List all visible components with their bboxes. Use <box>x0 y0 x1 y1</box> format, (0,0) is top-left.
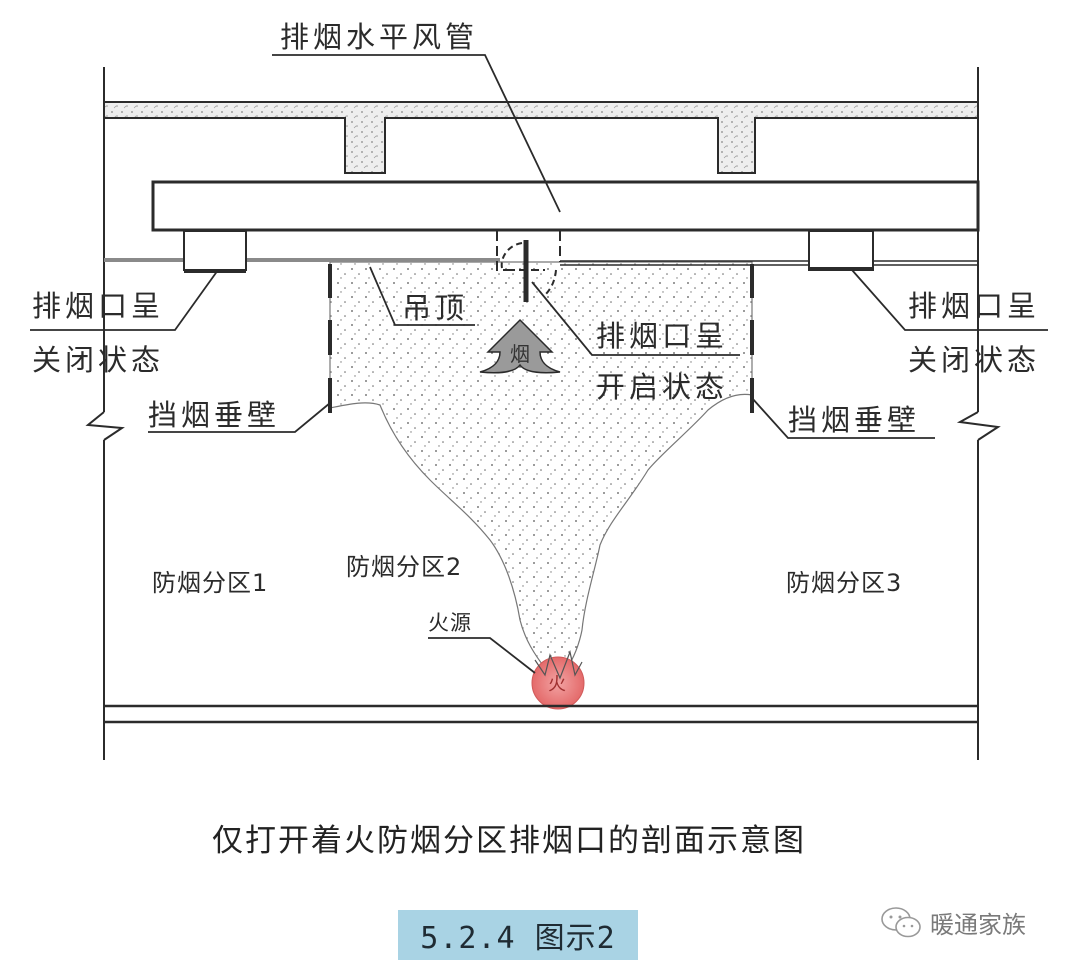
diagram-caption: 仅打开着火防烟分区排烟口的剖面示意图 <box>212 823 806 859</box>
left-wall <box>85 67 125 760</box>
label-fire: 火 <box>548 674 567 695</box>
open-outlet <box>496 231 561 302</box>
label-fire-source: 火源 <box>428 611 472 635</box>
closed-outlet-left <box>183 230 247 273</box>
label-outlet-open-2: 开启状态 <box>596 370 729 404</box>
wechat-icon <box>881 906 921 937</box>
label-outlet-closed-right-1: 排烟口呈 <box>908 289 1041 323</box>
label-smoke-duct: 排烟水平风管 <box>280 20 479 54</box>
right-wall <box>956 67 1001 760</box>
leader-lines <box>30 54 1048 674</box>
figure-label: 5.2.4 图示2 <box>420 921 616 956</box>
floor-slab <box>103 101 979 174</box>
label-smoke-barrier-right: 挡烟垂壁 <box>788 403 921 437</box>
smoke-up-arrow-icon <box>479 318 561 374</box>
fire-source-icon <box>531 649 585 710</box>
smoke-exhaust-duct <box>151 180 980 232</box>
watermark: 暖通家族 <box>880 905 1026 940</box>
label-outlet-closed-left-2: 关闭状态 <box>32 343 165 377</box>
label-zone-3: 防烟分区3 <box>786 569 903 597</box>
figure-label-badge: 5.2.4 图示2 <box>398 910 638 960</box>
label-smoke-barrier-left: 挡烟垂壁 <box>148 398 281 432</box>
label-smoke: 烟 <box>510 342 530 366</box>
label-zone-1: 防烟分区1 <box>152 569 269 597</box>
suspended-ceiling <box>104 258 978 266</box>
label-outlet-closed-left-1: 排烟口呈 <box>32 289 165 323</box>
watermark-text: 暖通家族 <box>930 911 1026 939</box>
label-zone-2: 防烟分区2 <box>346 553 463 581</box>
label-outlet-open-1: 排烟口呈 <box>596 319 729 353</box>
floor <box>104 704 978 724</box>
label-ceiling: 吊顶 <box>402 291 469 325</box>
label-outlet-closed-right-2: 关闭状态 <box>908 343 1041 377</box>
closed-outlet-right <box>808 230 874 271</box>
